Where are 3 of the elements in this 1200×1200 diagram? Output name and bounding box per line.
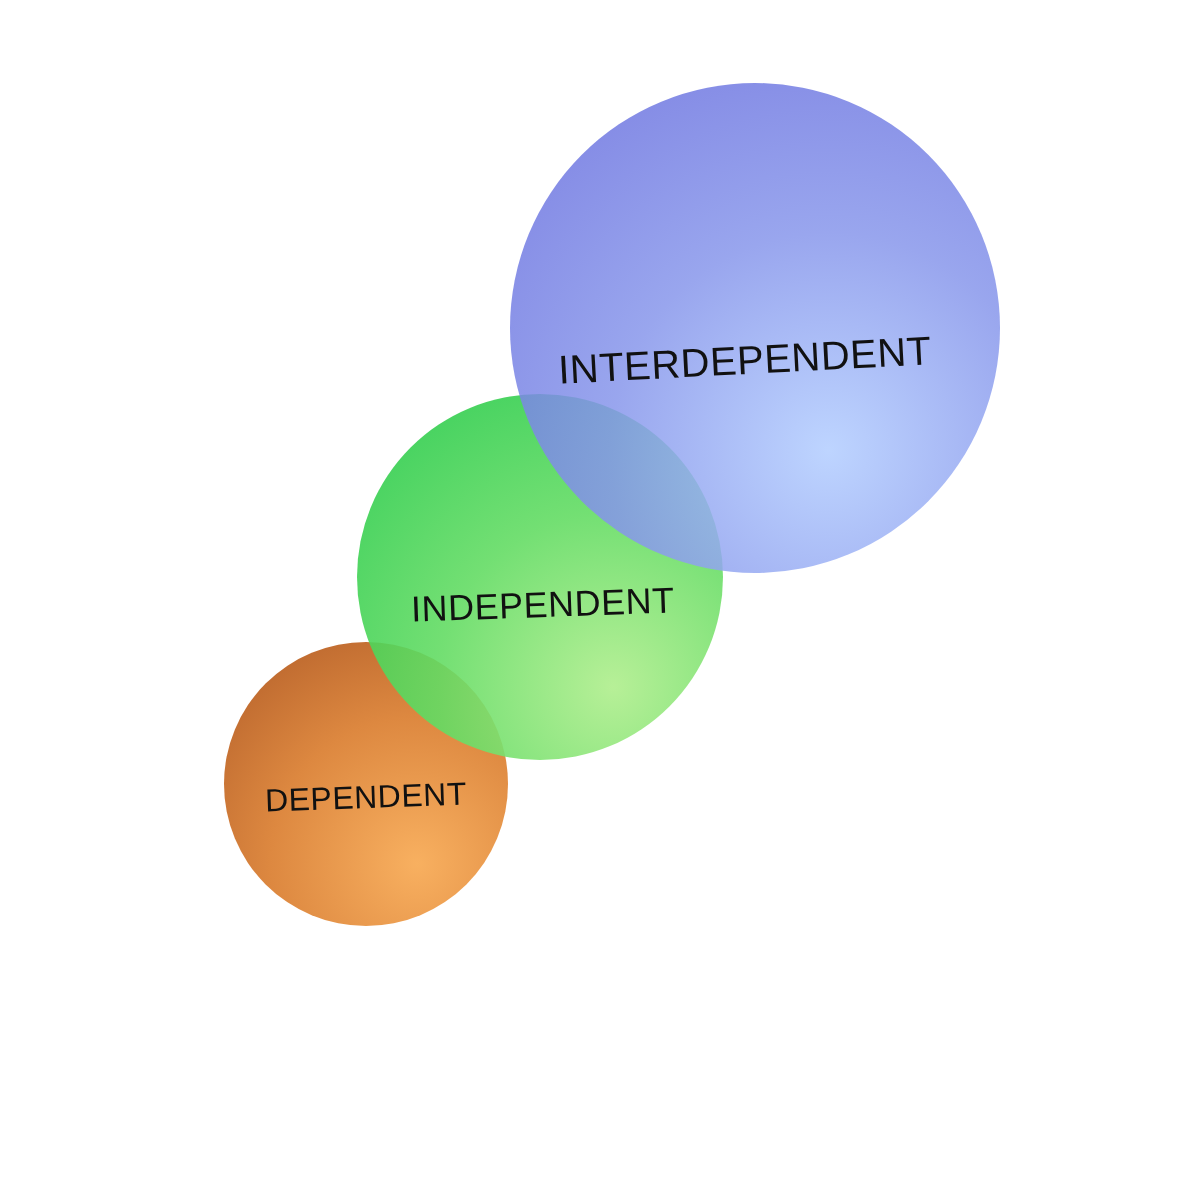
circle-label: DEPENDENT [264,775,468,819]
circle-label: INTERDEPENDENT [557,327,933,393]
circle-label: INDEPENDENT [410,579,676,631]
